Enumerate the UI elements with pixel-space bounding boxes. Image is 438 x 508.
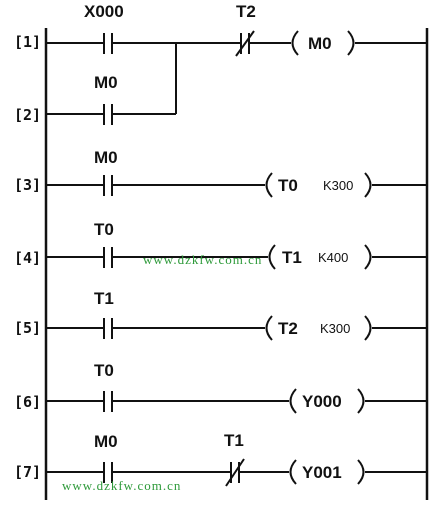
rung-number: [3]: [14, 176, 41, 194]
rung-number: [6]: [14, 393, 41, 411]
nc-contact-t2: T2: [235, 2, 256, 57]
watermark-text: www.dzkfw.com.cn: [62, 478, 181, 493]
rung-2: [2] M0: [14, 43, 177, 125]
no-contact-m0: M0: [94, 148, 118, 196]
coil-label: T1: [282, 248, 302, 267]
contact-label: M0: [94, 432, 118, 451]
no-contact-t1: T1: [94, 289, 114, 339]
no-contact-m0-branch: M0: [94, 73, 118, 125]
coil-label: Y001: [302, 463, 342, 482]
contact-label: T0: [94, 220, 114, 239]
coil-label: Y000: [302, 392, 342, 411]
timer-constant: K300: [320, 321, 350, 336]
rung-4: [4] T0 T1 K400: [14, 220, 427, 270]
contact-label: T1: [224, 431, 244, 450]
no-contact-x000: X000: [84, 2, 124, 54]
rung-6: [6] T0 Y000: [14, 361, 427, 414]
no-contact-m0-output: M0: [94, 432, 118, 483]
watermark-text: www.dzkfw.com.cn: [143, 252, 262, 267]
coil-label: T0: [278, 176, 298, 195]
rung-1: [1] X000 T2 M0: [14, 2, 427, 57]
rung-number: [2]: [14, 106, 41, 124]
nc-contact-t1: T1: [224, 431, 245, 487]
timer-constant: K300: [323, 178, 353, 193]
coil-label: M0: [308, 34, 332, 53]
no-contact-t0-output: T0: [94, 361, 114, 412]
rung-5: [5] T1 T2 K300: [14, 289, 427, 341]
contact-label: M0: [94, 73, 118, 92]
rung-number: [5]: [14, 319, 41, 337]
rung-3: [3] M0 T0 K300: [14, 148, 427, 198]
contact-label: T0: [94, 361, 114, 380]
output-coil-y001: Y001: [289, 459, 365, 485]
output-coil-y000: Y000: [289, 388, 365, 414]
rung-7: [7] M0 T1 Y001: [14, 431, 427, 487]
timer-constant: K400: [318, 250, 348, 265]
contact-label: M0: [94, 148, 118, 167]
timer-coil-t2: T2 K300: [265, 315, 372, 341]
coil-m0: M0: [291, 30, 355, 56]
contact-label: X000: [84, 2, 124, 21]
contact-label: T2: [236, 2, 256, 21]
no-contact-t0: T0: [94, 220, 114, 268]
contact-label: T1: [94, 289, 114, 308]
coil-label: T2: [278, 319, 298, 338]
timer-coil-t0: T0 K300: [265, 172, 372, 198]
rung-number: [4]: [14, 249, 41, 267]
rung-number: [1]: [14, 33, 41, 51]
timer-coil-t1: T1 K400: [268, 244, 372, 270]
rung-number: [7]: [14, 463, 41, 481]
